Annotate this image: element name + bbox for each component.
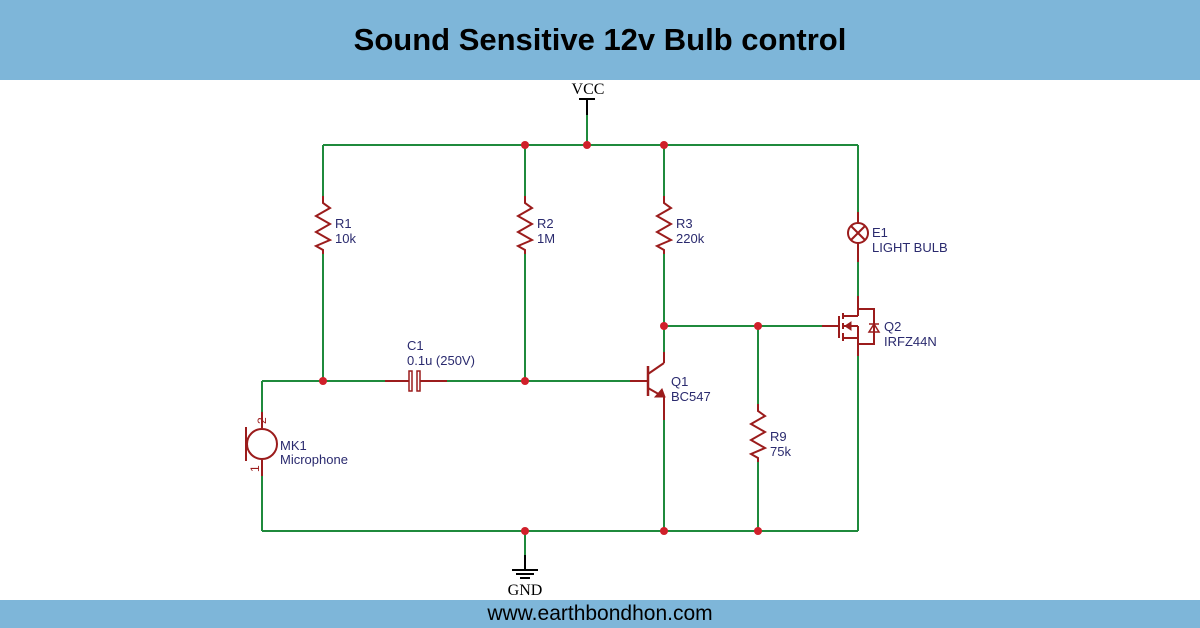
q2-value: IRFZ44N: [884, 334, 937, 349]
title-banner: Sound Sensitive 12v Bulb control: [0, 0, 1200, 80]
microphone-mk1: 2 1 MK1 Microphone: [245, 412, 348, 476]
capacitor-c1: C1 0.1u (250V): [385, 338, 475, 392]
junction-dot: [521, 527, 529, 535]
junction-dot: [521, 141, 529, 149]
junction-dot: [583, 141, 591, 149]
wires: [261, 115, 859, 560]
mk1-ref: MK1: [280, 438, 307, 453]
q1-ref: Q1: [671, 374, 688, 389]
r1-ref: R1: [335, 216, 352, 231]
resistor-r2: R2 1M: [515, 196, 555, 254]
mosfet-q2: Q2 IRFZ44N: [822, 296, 937, 356]
junction-dot: [319, 377, 327, 385]
footer-banner: www.earthbondhon.com: [0, 600, 1200, 628]
r2-ref: R2: [537, 216, 554, 231]
mk1-pin2: 2: [255, 417, 269, 424]
junctions: [319, 141, 762, 535]
junction-dot: [754, 322, 762, 330]
transistor-q1: Q1 BC547: [630, 352, 711, 420]
gnd-symbol: GND: [508, 555, 543, 599]
mk1-value: Microphone: [280, 452, 348, 467]
junction-dot: [660, 527, 668, 535]
c1-ref: C1: [407, 338, 424, 353]
r2-value: 1M: [537, 231, 555, 246]
r9-ref: R9: [770, 429, 787, 444]
e1-ref: E1: [872, 225, 888, 240]
junction-dot: [521, 377, 529, 385]
junction-dot: [754, 527, 762, 535]
page-title: Sound Sensitive 12v Bulb control: [353, 22, 847, 57]
junction-dot: [660, 141, 668, 149]
resistor-r9: R9 75k: [748, 404, 791, 462]
c1-value: 0.1u (250V): [407, 353, 475, 368]
junction-dot: [660, 322, 668, 330]
q1-value: BC547: [671, 389, 711, 404]
resistor-r1: R1 10k: [313, 196, 356, 254]
gnd-label: GND: [508, 582, 543, 599]
vcc-symbol: VCC: [572, 81, 605, 115]
vcc-label: VCC: [572, 81, 605, 98]
r1-value: 10k: [335, 231, 356, 246]
r3-ref: R3: [676, 216, 693, 231]
r9-value: 75k: [770, 444, 791, 459]
light-bulb-e1: E1 LIGHT BULB: [847, 212, 948, 262]
r3-value: 220k: [676, 231, 705, 246]
website-url: www.earthbondhon.com: [487, 602, 713, 625]
resistor-r3: R3 220k: [654, 196, 705, 254]
e1-value: LIGHT BULB: [872, 240, 948, 255]
mk1-pin1: 1: [248, 465, 262, 472]
q2-ref: Q2: [884, 319, 901, 334]
